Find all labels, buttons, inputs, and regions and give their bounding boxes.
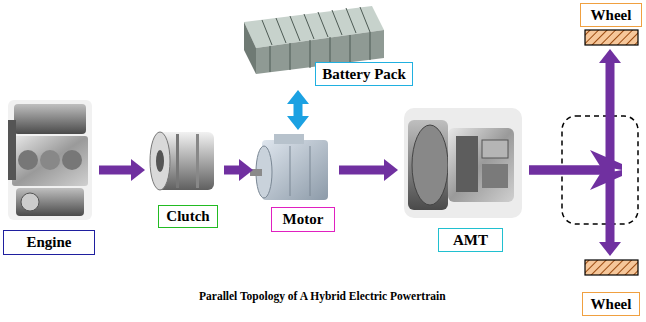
component-node: Motor xyxy=(255,132,337,233)
motor-picture xyxy=(250,134,328,200)
component-label: AMT xyxy=(453,232,488,249)
component-label-box: Engine xyxy=(3,230,95,255)
component-node: Wheel xyxy=(578,3,642,47)
power-flow-arrow xyxy=(529,170,621,256)
arrow-head xyxy=(287,90,309,104)
wheel-tire xyxy=(585,30,638,45)
amt-picture xyxy=(404,108,522,218)
arrow-shaft xyxy=(224,166,240,175)
component-label-box: AMT xyxy=(438,228,503,252)
component-node: Battery Pack xyxy=(238,2,398,87)
component-node: Engine xyxy=(3,95,97,256)
arrow-shaft xyxy=(529,170,610,243)
arrow-head xyxy=(384,159,398,181)
power-flow-arrow xyxy=(339,159,398,181)
component-label: Clutch xyxy=(166,208,209,225)
wheel-tire xyxy=(585,260,638,275)
power-flow-arrow xyxy=(529,49,621,170)
arrow-shaft xyxy=(339,166,385,175)
component-label-box: Wheel xyxy=(582,292,640,316)
component-label: Wheel xyxy=(591,296,632,313)
power-flow-arrow xyxy=(224,159,253,181)
arrow-shaft xyxy=(529,62,610,170)
component-node: Clutch xyxy=(147,122,222,229)
arrow-head xyxy=(599,49,621,63)
component-label: Battery Pack xyxy=(322,66,406,83)
arrow-shaft xyxy=(294,103,303,117)
component-node: Wheel xyxy=(580,258,642,318)
arrow-head xyxy=(239,159,253,181)
power-flow-arrow xyxy=(287,90,309,130)
arrow-shaft xyxy=(99,166,132,175)
arrow-head xyxy=(287,116,309,130)
component-label-box: Clutch xyxy=(158,205,218,228)
component-label-box: Wheel xyxy=(580,3,642,27)
power-flow-arrow xyxy=(99,159,145,181)
arrow-head xyxy=(599,242,621,256)
component-label: Wheel xyxy=(591,7,632,24)
caption: Parallel Topology of A Hybrid Electric P… xyxy=(199,290,446,302)
component-label: Engine xyxy=(26,234,71,251)
component-label: Motor xyxy=(283,211,324,228)
clutch-picture xyxy=(150,132,214,190)
arrow-head xyxy=(131,159,145,181)
engine-picture xyxy=(8,100,92,220)
component-label-box: Battery Pack xyxy=(315,62,413,86)
component-label-box: Motor xyxy=(271,207,335,232)
component-node: AMT xyxy=(400,98,527,253)
